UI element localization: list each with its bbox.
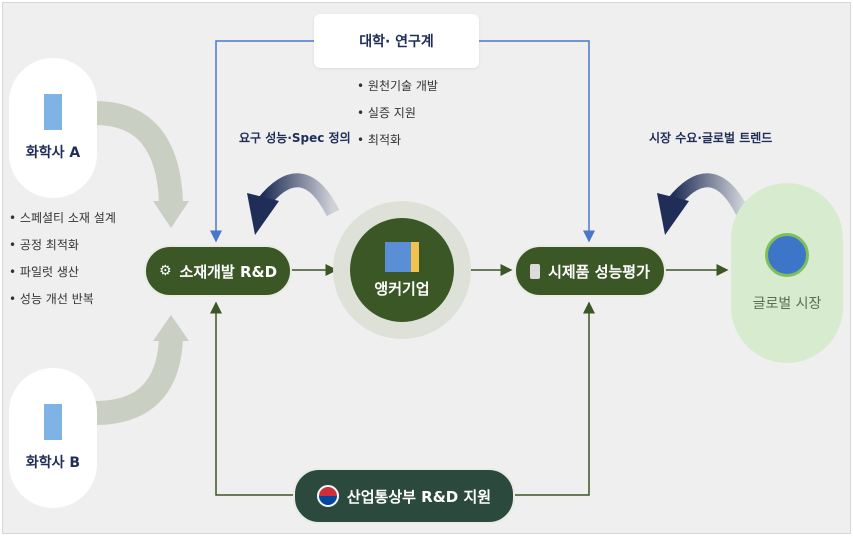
anchor-label: 앵커기업	[374, 279, 430, 298]
university-title: 대학· 연구계	[359, 34, 434, 50]
list-item: 공정 최적화	[9, 232, 116, 259]
prototype-node: 시제품 성능평가	[514, 245, 666, 297]
list-item: 파일럿 생산	[9, 259, 116, 286]
korea-emblem-icon	[316, 485, 339, 507]
market-node: 글로벌 시장	[731, 183, 843, 363]
market-label: 글로벌 시장	[752, 296, 822, 312]
rnd-node: ⚙ 소재개발 R&D	[144, 245, 292, 297]
gear-head-icon: ⚙	[158, 263, 172, 279]
connectors	[94, 40, 750, 496]
flow-arrow-b	[94, 337, 183, 425]
spec-feedback-label: 요구 성능·Spec 정의	[239, 131, 351, 145]
spec-feedback-arrow	[257, 173, 340, 217]
building-icon	[44, 94, 62, 130]
company-a-node: 화학사 A	[9, 58, 97, 198]
clipboard-icon	[530, 263, 541, 279]
company-bullets: 스페셜티 소재 설계 공정 최적화 파일럿 생산 성능 개선 반복	[9, 205, 116, 313]
ministry-node: 산업통상부 R&D 지원	[293, 468, 515, 524]
anchor-node: 앵커기업	[333, 201, 471, 339]
list-item: 최적화	[357, 127, 438, 154]
rnd-label: 소재개발 R&D	[179, 262, 278, 281]
globe-chart-icon	[765, 233, 809, 277]
market-feedback-label: 시장 수요·글로벌 트렌드	[649, 131, 773, 145]
company-b-label: 화학사 B	[25, 455, 81, 471]
list-item: 스페셜티 소재 설계	[9, 205, 116, 232]
building-icon	[44, 404, 62, 440]
building-gear-icon	[385, 241, 419, 272]
list-item: 원천기술 개발	[357, 73, 438, 100]
university-to-rnd-line	[210, 40, 314, 243]
flow-arrow-a	[94, 101, 183, 204]
list-item: 성능 개선 반복	[9, 286, 116, 313]
university-box: 대학· 연구계	[314, 14, 479, 68]
university-to-prototype-line	[479, 40, 595, 243]
university-bullets: 원천기술 개발 실증 지원 최적화	[357, 73, 438, 154]
company-b-node: 화학사 B	[9, 368, 97, 508]
market-feedback-arrow	[667, 173, 750, 217]
list-item: 실증 지원	[357, 100, 438, 127]
ministry-label: 산업통상부 R&D 지원	[346, 487, 492, 506]
company-a-label: 화학사 A	[25, 145, 81, 161]
prototype-label: 시제품 성능평가	[548, 262, 650, 281]
